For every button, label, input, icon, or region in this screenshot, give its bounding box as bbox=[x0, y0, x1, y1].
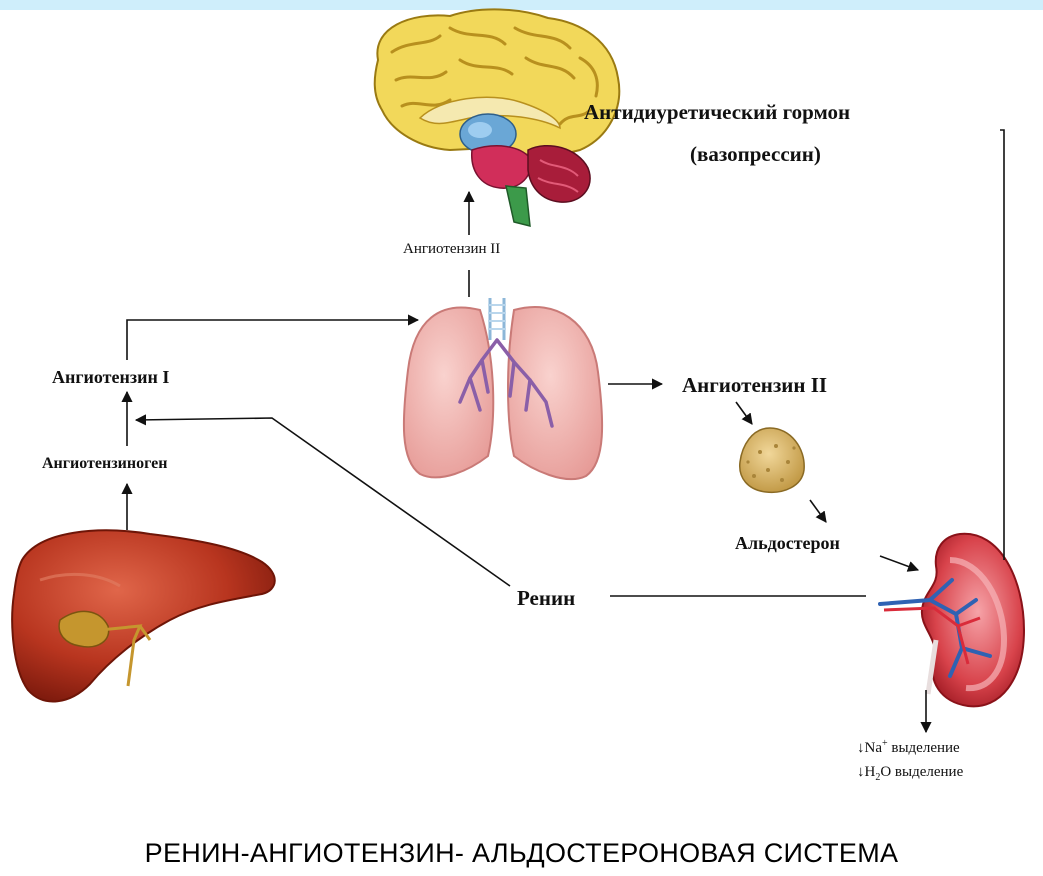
line-kidney-to-adh bbox=[1000, 130, 1004, 560]
down-arrow-icon: ↓ bbox=[857, 740, 865, 756]
arrow-angiotensin2-to-adrenal bbox=[736, 402, 752, 424]
sodium-excretion-label: ↓Na+ выделение bbox=[857, 738, 960, 757]
kidney-icon bbox=[880, 534, 1024, 707]
brain-icon bbox=[375, 9, 620, 226]
down-arrow-icon: ↓ bbox=[857, 764, 865, 780]
angiotensinogen-label: Ангиотензиноген bbox=[42, 455, 167, 473]
water-excretion-label: ↓H2O выделение bbox=[857, 764, 963, 783]
angiotensin2-brain-label: Ангиотензин II bbox=[403, 241, 500, 258]
liver-icon bbox=[12, 530, 275, 701]
arrow-aldosterone-to-kidney bbox=[880, 556, 918, 570]
arrow-adrenal-to-aldosterone bbox=[810, 500, 826, 522]
adh-label-line1: Антидиуретический гормон bbox=[584, 100, 850, 125]
angiotensin1-label: Ангиотензин I bbox=[52, 367, 169, 388]
angiotensin2-main-label: Ангиотензин II bbox=[682, 373, 827, 398]
adrenal-gland-icon bbox=[740, 428, 804, 492]
renin-label: Ренин bbox=[517, 586, 575, 611]
arrow-angiotensin1-to-lungs bbox=[127, 320, 418, 360]
aldosterone-label: Альдостерон bbox=[735, 533, 840, 554]
diagram-title: РЕНИН-АНГИОТЕНЗИН- АЛЬДОСТЕРОНОВАЯ СИСТЕ… bbox=[0, 838, 1043, 869]
lungs-icon bbox=[404, 298, 602, 479]
adh-label-line2: (вазопрессин) bbox=[690, 142, 821, 167]
